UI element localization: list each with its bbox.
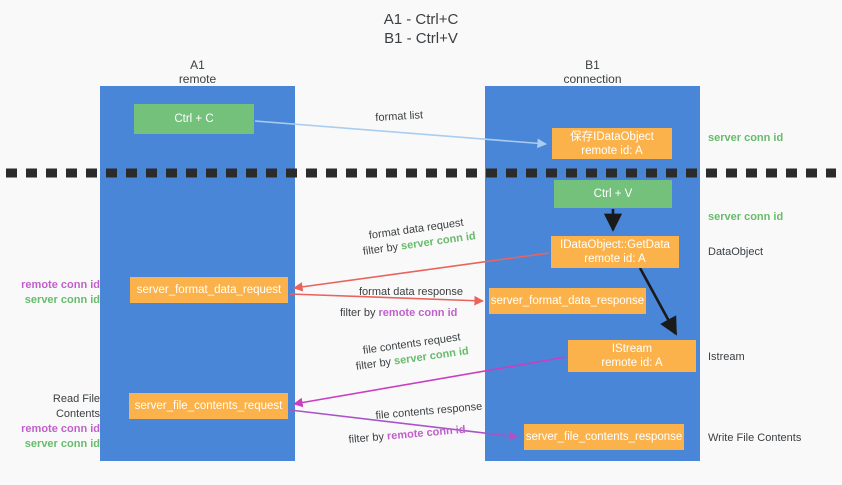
annotation-server-conn-id-mid: server conn id bbox=[708, 211, 784, 223]
annotation-read-file-contents: Read File Contents bbox=[52, 393, 100, 420]
edge-label-file-contents-response: file contents response bbox=[375, 400, 483, 422]
box-idataobject-getdata[interactable]: IDataObject::GetData remote id: A bbox=[551, 236, 679, 268]
annotation-server-conn-id-top: server conn id bbox=[708, 132, 784, 144]
filter-prefix: filter by bbox=[340, 307, 379, 319]
annotation-file-server-conn-id: server conn id bbox=[24, 438, 100, 450]
edge-label-format-data-response-filter: filter by remote conn id bbox=[340, 306, 457, 321]
filter-value-remote-conn-id: remote conn id bbox=[386, 423, 467, 443]
filter-prefix: filter by bbox=[362, 240, 402, 258]
annotation-data-object: DataObject bbox=[708, 246, 764, 258]
edge-label-format-data-response: format data response bbox=[359, 286, 463, 298]
box-server-file-contents-request[interactable]: server_file_contents_request bbox=[129, 393, 288, 419]
filter-prefix: filter by bbox=[355, 355, 395, 373]
box-ctrl-c[interactable]: Ctrl + C bbox=[134, 104, 254, 134]
annotation-write-file-contents: Write File Contents bbox=[708, 432, 802, 444]
filter-value-remote-conn-id: remote conn id bbox=[378, 307, 458, 319]
annotation-file-remote-conn-id: remote conn id bbox=[21, 423, 100, 435]
annotation-format-remote-conn-id: remote conn id bbox=[21, 279, 100, 291]
box-istream[interactable]: IStream remote id: A bbox=[568, 340, 696, 372]
box-ctrl-v[interactable]: Ctrl + V bbox=[554, 180, 672, 208]
annotation-format-conn-ids: remote conn id server conn id bbox=[8, 278, 100, 308]
column-header-b1: B1 connection bbox=[563, 58, 622, 86]
annotation-read-file-contents-group: Read File Contents remote conn id server… bbox=[8, 392, 100, 452]
box-save-idataobject[interactable]: 保存IDataObject remote id: A bbox=[552, 128, 672, 159]
annotation-format-server-conn-id: server conn id bbox=[24, 294, 100, 306]
filter-prefix: filter by bbox=[348, 430, 388, 446]
page-title: A1 - Ctrl+C B1 - Ctrl+V bbox=[383, 11, 459, 47]
box-server-format-data-request[interactable]: server_format_data_request bbox=[130, 277, 288, 303]
annotation-istream: Istream bbox=[708, 351, 745, 363]
edge-label-format-list: format list bbox=[375, 109, 424, 124]
edge-label-file-contents-response-filter: filter by remote conn id bbox=[348, 423, 466, 448]
box-server-format-data-response[interactable]: server_format_data_response bbox=[489, 288, 646, 314]
column-header-a1: A1 remote bbox=[178, 58, 217, 86]
box-server-file-contents-response[interactable]: server_file_contents_response bbox=[524, 424, 684, 450]
